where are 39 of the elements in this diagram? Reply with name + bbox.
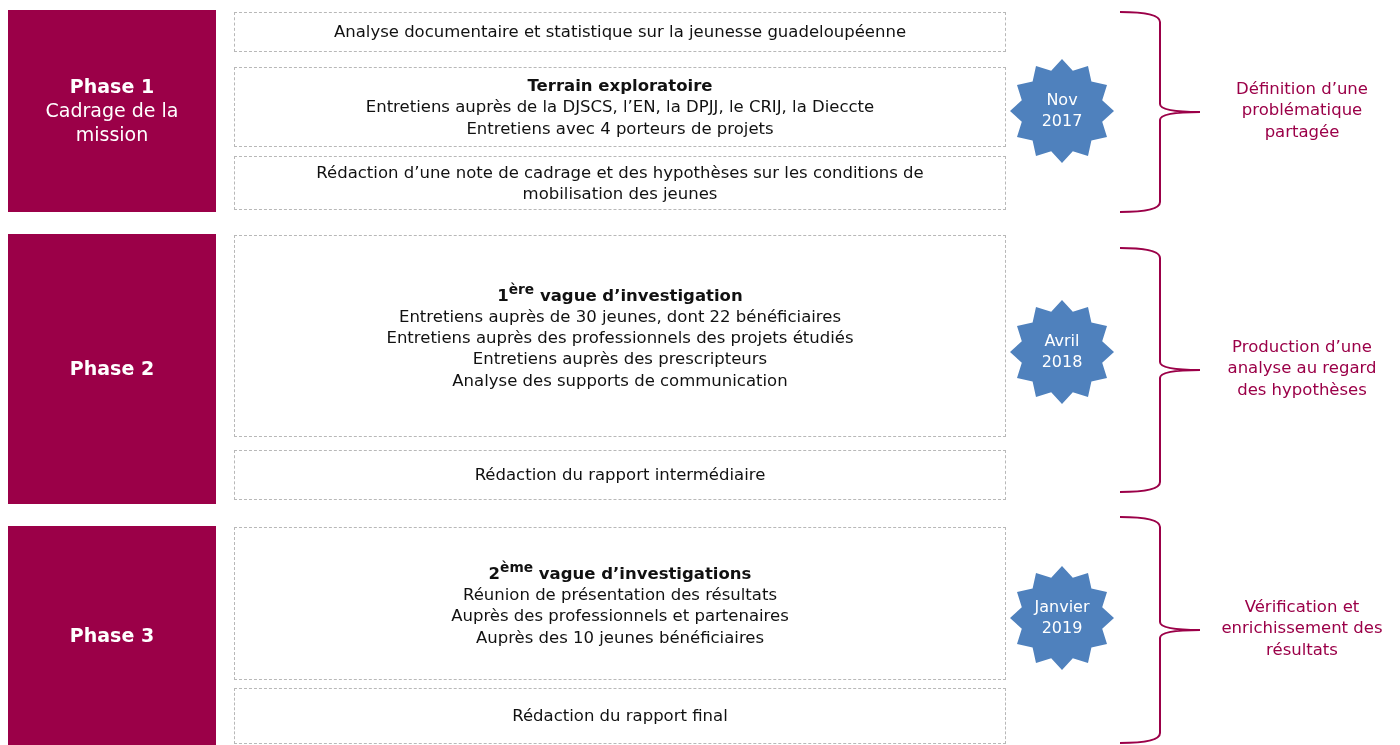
date-badge <box>1010 566 1114 670</box>
task-text: Réunion de présentation des résultats <box>462 583 778 606</box>
task-box <box>234 688 1006 744</box>
task-box <box>234 527 1006 680</box>
task-text: Rédaction du rapport final <box>512 705 728 727</box>
task-text: Auprès des professionnels et partenaires <box>451 605 789 627</box>
phase-title: Phase 1 <box>69 75 155 100</box>
date-text: Nov 2017 <box>1040 90 1084 132</box>
phase-box <box>8 234 216 504</box>
task-text: Entretiens auprès des prescripteurs <box>472 348 768 370</box>
task-box <box>234 67 1006 147</box>
task-text: Analyse documentaire et statistique sur la jeunesse guadeloupéenne <box>333 21 907 43</box>
task-text: Rédaction du rapport intermédiaire <box>474 464 766 486</box>
outcome-text: Production d’une analyse au regard des hypothèses <box>1226 336 1378 401</box>
date-text: Janvier 2019 <box>1032 597 1091 639</box>
outcome-text: Définition d’une problématique partagée <box>1235 78 1369 143</box>
date-badge <box>1010 300 1114 404</box>
phase-box <box>8 10 216 212</box>
task-box <box>234 235 1006 437</box>
date-badge <box>1010 59 1114 163</box>
task-text: Entretiens avec 4 porteurs de projets <box>466 117 774 140</box>
task-text: Entretiens auprès des professionnels des projets étudiés <box>386 327 854 349</box>
outcome-text: Vérification et enrichissement des résultats <box>1220 596 1384 661</box>
phase-box <box>8 526 216 745</box>
phase-subtitle: Cadrage de la mission <box>44 99 180 147</box>
task-text: Rédaction d’une note de cadrage et des hypothèses sur les conditions de mobilisation des jeunes <box>315 161 925 205</box>
task-text: Entretiens auprès de 30 jeunes, dont 22 bénéficiaires <box>399 305 841 328</box>
phase-title: Phase 2 <box>69 357 155 381</box>
task-heading: Terrain exploratoire <box>527 74 713 97</box>
phase-title: Phase 3 <box>69 623 155 648</box>
task-box <box>234 12 1006 52</box>
task-heading: 2$^{ème}$ vague d’investigations <box>488 558 752 584</box>
task-box <box>234 156 1006 210</box>
task-text: Auprès des 10 jeunes bénéficiaires <box>475 626 765 649</box>
date-text: Avril 2018 <box>1040 331 1084 373</box>
task-text: Entretiens auprès de la DJSCS, l’EN, la DPJJ, le CRIJ, la Dieccte <box>365 96 875 118</box>
task-heading: 1$^{ère}$ vague d’investigation <box>497 280 743 306</box>
task-text: Analyse des supports de communication <box>452 369 788 392</box>
task-box <box>234 450 1006 500</box>
